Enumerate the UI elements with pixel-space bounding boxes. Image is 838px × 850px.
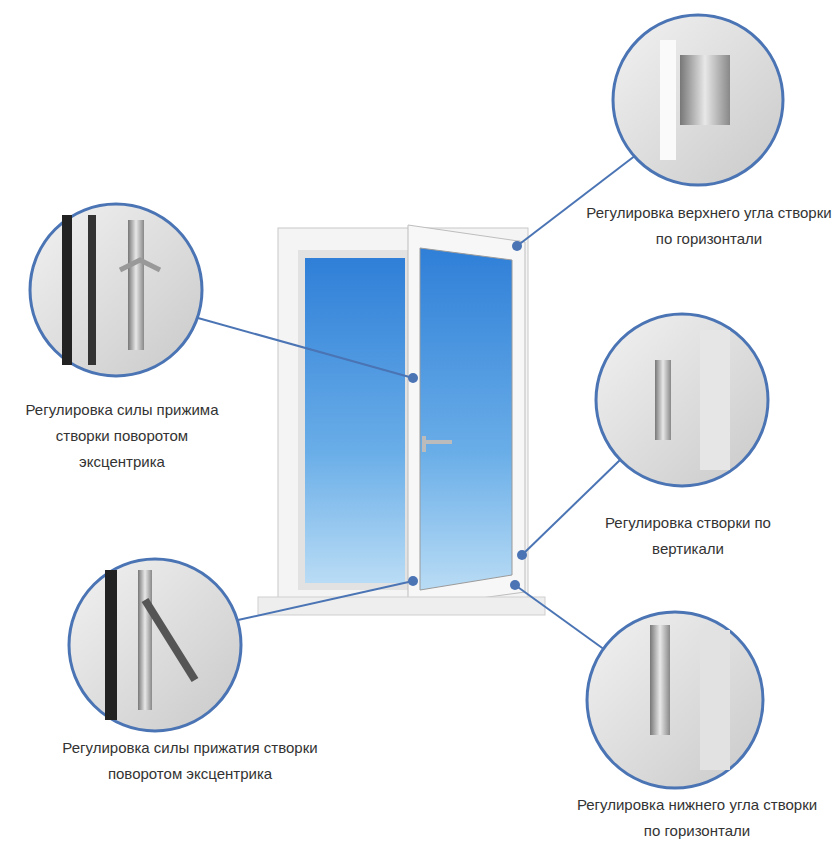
caption-label: Регулировка створки по вертикали [578,510,798,562]
caption-label: Регулировка силы прижима створки поворот… [22,397,222,475]
caption-label: Регулировка верхнего угла створки по гор… [584,200,834,252]
caption-label: Регулировка нижнего угла створки по гори… [567,792,827,844]
caption-label: Регулировка силы прижатия створки поворо… [40,735,340,787]
